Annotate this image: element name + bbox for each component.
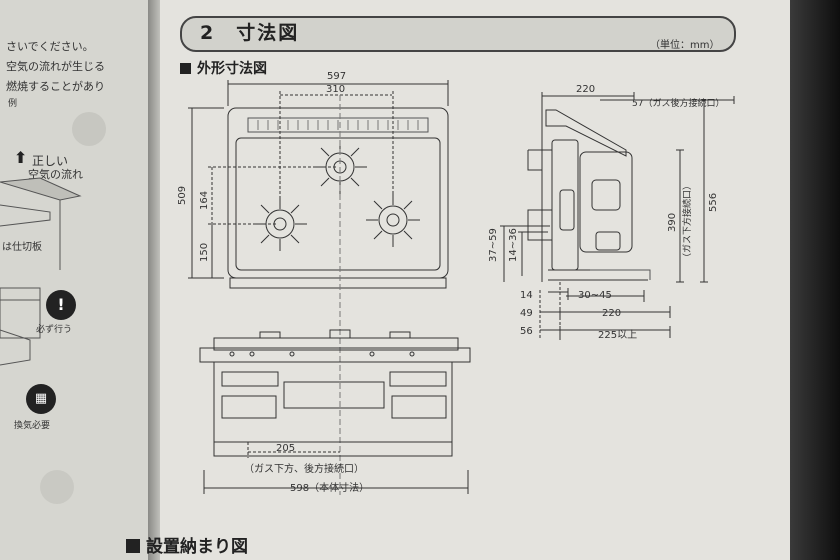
- side-body-rear: [579, 151, 633, 253]
- airflow-label: 空気の流れ: [28, 168, 83, 181]
- dim-49: 49: [520, 308, 533, 319]
- dim-line-30-45: [566, 290, 645, 302]
- must-do-icon: !: [46, 290, 76, 320]
- dim-390-note: （ガス下方接続口）: [683, 180, 693, 262]
- ventilation-label: 換気必要: [14, 421, 51, 431]
- left-text-line-1: さいでください。: [6, 40, 94, 53]
- page-edge-shadow: [790, 0, 840, 560]
- dim-390: 390: [667, 212, 678, 232]
- left-page: さいでください。 空気の流れが生じる 燃焼することがあり 例 ⬆ 正しい 空気の…: [0, 0, 150, 560]
- grill-door: [283, 381, 385, 409]
- check-circle-icon: [72, 112, 106, 146]
- subsection-install-title: 設置納まり図: [146, 537, 248, 557]
- left-text-line-3: 燃焼することがあり: [6, 80, 105, 93]
- subsection-outer-dimensions: 外形寸法図: [180, 58, 267, 78]
- subsection-outer-title: 外形寸法図: [197, 61, 267, 77]
- dim-line-310: [279, 91, 394, 201]
- dim-line-14: [548, 288, 569, 300]
- dim-225: 225以上: [598, 330, 638, 341]
- cooktop-top-outline: [227, 107, 449, 279]
- left-page-illustrations: [0, 177, 82, 366]
- dim-line-49: [540, 308, 561, 320]
- dim-line-14-36: [518, 231, 548, 276]
- section-number: 2: [200, 22, 216, 44]
- section-title: 2 寸法図: [200, 18, 299, 45]
- dim-56: 56: [520, 326, 533, 337]
- dim-205: 205: [276, 443, 296, 454]
- cooktop-plate: [235, 137, 441, 271]
- dim-line-37-59: [500, 225, 550, 282]
- dim-line-220-top: [541, 92, 635, 282]
- dim-14-36: 14~36: [508, 228, 519, 262]
- dim-509: 509: [177, 185, 188, 205]
- must-do-label: 必ず行う: [36, 325, 73, 335]
- dim-line-556: [700, 100, 708, 283]
- dim-57: 57（ガス後方接続口）: [632, 99, 725, 109]
- dim-line-56: [540, 326, 561, 338]
- section-header-bar: [180, 16, 736, 52]
- front-view-body: [213, 361, 453, 443]
- up-arrow-icon: ⬆: [14, 148, 28, 167]
- dim-line-597: [227, 80, 449, 106]
- dim-line-225: [560, 326, 671, 338]
- dim-220-bottom: 220: [602, 308, 622, 319]
- dim-line-509: [188, 107, 224, 279]
- dim-164: 164: [199, 190, 210, 210]
- section-title-text: 寸法図: [236, 22, 300, 44]
- left-text-example: 例: [8, 99, 18, 109]
- dim-37-59: 37~59: [488, 228, 499, 262]
- dim-line-598: [203, 470, 469, 494]
- partition-label: は仕切板: [2, 242, 42, 253]
- dim-150: 150: [199, 242, 210, 262]
- unit-label: （単位：mm）: [650, 40, 720, 51]
- front-view-top: [213, 337, 459, 351]
- dim-597: 597: [327, 71, 347, 82]
- dim-line-220-bottom: [560, 306, 671, 318]
- dim-line-57: [600, 96, 735, 104]
- exhaust-grille: [247, 117, 429, 133]
- ventilation-icon: ▦: [26, 384, 56, 414]
- correct-label: 正しい: [32, 154, 69, 168]
- dim-gas-note: （ガス下方、後方接続口）: [244, 464, 364, 475]
- dim-line-164: [208, 166, 336, 225]
- dim-220-top: 220: [576, 84, 596, 95]
- book-gutter: [148, 0, 162, 560]
- dim-30-45: 30~45: [578, 290, 612, 301]
- dim-line-205: [247, 442, 340, 458]
- square-bullet-icon: [126, 539, 140, 553]
- faint-circle-icon: [40, 470, 74, 504]
- counter-section: [548, 269, 648, 281]
- dim-14: 14: [520, 290, 533, 301]
- dim-598: 598（本体寸法）: [290, 483, 370, 494]
- cooktop-front-panel: [229, 277, 447, 289]
- right-burner: [366, 193, 420, 247]
- left-text-line-2: 空気の流れが生じる: [6, 60, 105, 73]
- dim-line-390: [676, 149, 684, 283]
- side-top-plate: [545, 109, 627, 157]
- subsection-installation: 設置納まり図: [126, 532, 248, 557]
- dim-310: 310: [326, 84, 346, 95]
- right-page: [160, 0, 800, 560]
- left-burner: [253, 197, 307, 251]
- dim-556: 556: [708, 192, 719, 212]
- square-bullet-icon: [180, 63, 191, 74]
